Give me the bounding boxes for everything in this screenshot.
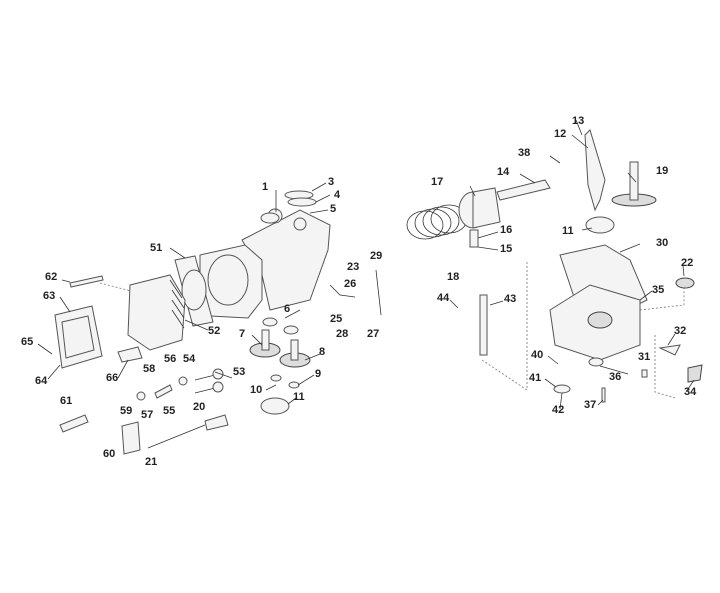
rocker-arm — [59, 414, 89, 433]
piston-rings — [406, 204, 468, 240]
guide-plate — [121, 421, 141, 455]
callout-66: 66 — [106, 372, 118, 384]
valves — [136, 368, 229, 449]
callout-8: 8 — [319, 346, 325, 358]
cover-plate — [553, 384, 571, 394]
callout-23: 23 — [347, 261, 359, 273]
bearing-11-right — [585, 216, 615, 234]
callout-25: 25 — [330, 313, 342, 325]
callout-43: 43 — [504, 293, 516, 305]
callout-31: 31 — [638, 351, 650, 363]
callout-35: 35 — [652, 284, 664, 296]
governor-weight — [658, 344, 681, 356]
governor-gear — [675, 277, 695, 289]
callout-18: 18 — [447, 271, 459, 283]
callout-9: 9 — [315, 368, 321, 380]
callout-53: 53 — [233, 366, 245, 378]
callout-26: 26 — [344, 278, 356, 290]
callout-40: 40 — [531, 349, 543, 361]
callout-52: 52 — [208, 325, 220, 337]
piston — [458, 187, 501, 229]
callout-30: 30 — [656, 237, 668, 249]
callout-61: 61 — [60, 395, 72, 407]
callout-16: 16 — [500, 224, 512, 236]
alignment-line — [481, 262, 528, 391]
callout-56: 56 — [164, 353, 176, 365]
cylinder-head — [127, 274, 186, 351]
callout-11: 11 — [293, 391, 305, 403]
callout-19: 19 — [656, 165, 668, 177]
bolt-37 — [601, 387, 606, 403]
callout-22: 22 — [681, 257, 693, 269]
crankshaft — [584, 129, 606, 212]
callout-3: 3 — [328, 176, 334, 188]
callout-28: 28 — [336, 328, 348, 340]
camshaft-gear — [611, 161, 657, 207]
callout-21: 21 — [145, 456, 157, 468]
callout-42: 42 — [552, 404, 564, 416]
callout-29: 29 — [370, 250, 382, 262]
callout-4: 4 — [334, 189, 341, 201]
callout-11-right: 11 — [562, 225, 574, 237]
callout-5: 5 — [330, 203, 336, 215]
bearing-11-left — [260, 397, 290, 415]
gasket-4 — [287, 197, 317, 207]
callout-59: 59 — [120, 405, 132, 417]
connecting-rod — [496, 179, 551, 201]
oil-seal-1 — [260, 212, 280, 224]
callout-20: 20 — [193, 401, 205, 413]
callout-64: 64 — [35, 375, 48, 387]
callout-38: 38 — [518, 147, 530, 159]
callout-7: 7 — [239, 328, 245, 340]
callout-58: 58 — [143, 363, 155, 375]
callout-62: 62 — [45, 271, 57, 283]
callout-57: 57 — [141, 409, 153, 421]
callout-15: 15 — [500, 243, 512, 255]
crankcase-cover — [549, 284, 641, 361]
callout-1: 1 — [262, 181, 268, 193]
callout-51: 51 — [150, 242, 162, 254]
alignment-line — [654, 335, 676, 399]
camshafts — [249, 317, 311, 389]
callout-27: 27 — [367, 328, 379, 340]
callout-17: 17 — [431, 176, 443, 188]
callout-55: 55 — [163, 405, 175, 417]
callout-32: 32 — [674, 325, 686, 337]
callout-65: 65 — [21, 336, 33, 348]
piston-pin — [469, 229, 479, 248]
governor-linkage — [329, 269, 382, 316]
head-gasket — [174, 255, 214, 327]
part-34 — [687, 364, 703, 383]
callout-60: 60 — [103, 448, 115, 460]
part-31 — [641, 369, 648, 378]
seal-36 — [588, 357, 604, 367]
callout-6: 6 — [284, 303, 290, 315]
callout-34: 34 — [684, 386, 697, 398]
callout-41: 41 — [529, 372, 541, 384]
callout-54: 54 — [183, 353, 196, 365]
callout-10: 10 — [250, 384, 262, 396]
callout-14: 14 — [497, 166, 510, 178]
callout-44: 44 — [437, 292, 450, 304]
callout-12: 12 — [554, 128, 566, 140]
head-bolt — [69, 275, 104, 288]
valve-cover — [54, 305, 103, 369]
intake-gasket — [117, 346, 143, 363]
engine-block — [199, 208, 331, 319]
callout-37: 37 — [584, 399, 596, 411]
callout-36: 36 — [609, 371, 621, 383]
dipstick-tube — [479, 294, 488, 356]
callout-13: 13 — [572, 115, 584, 127]
callout-63: 63 — [43, 290, 55, 302]
